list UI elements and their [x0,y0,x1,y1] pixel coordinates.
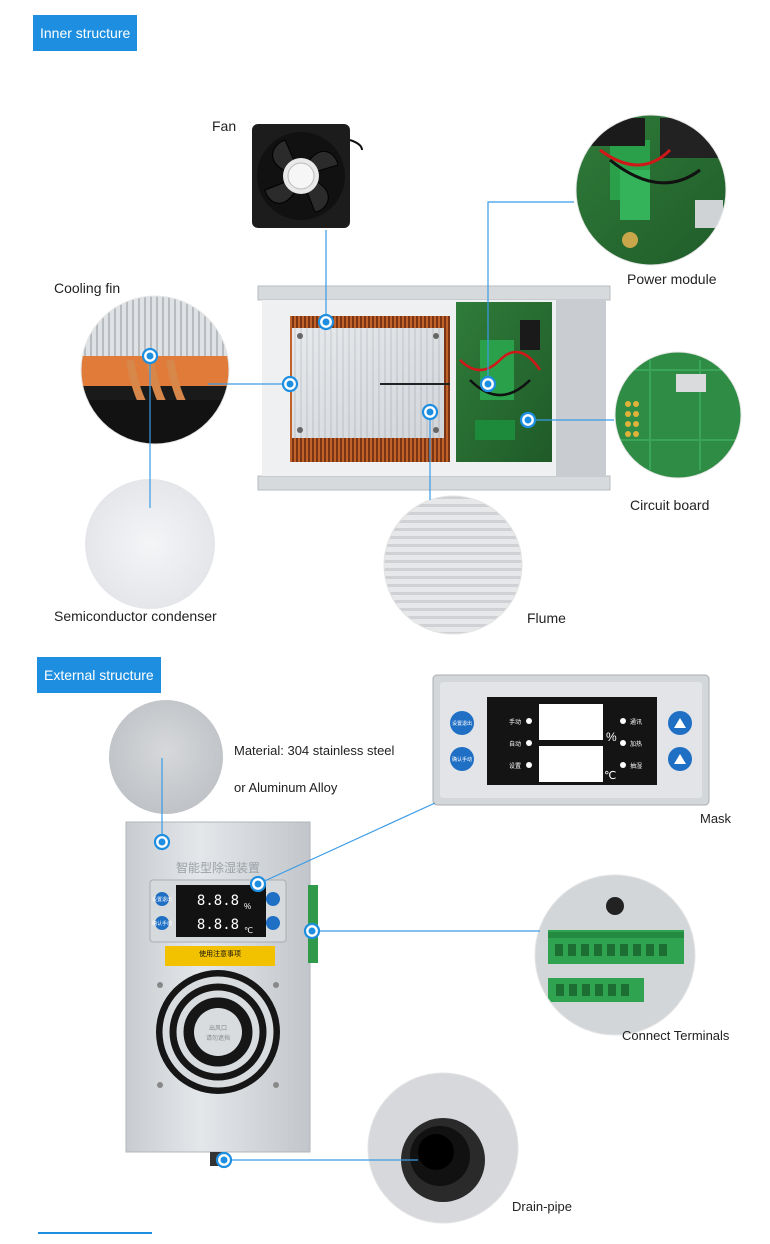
label-mask: Mask [700,811,732,826]
cooling-fin-image [80,295,230,445]
mask-ind-right-2: 加热 [630,740,642,748]
power-module-image [575,114,727,266]
external-leader-lines [161,758,540,1161]
label-semiconductor-condenser: Semiconductor condenser [54,608,217,624]
mask-panel-image [432,674,710,806]
device-brand-text: 智能型除湿装置 [176,860,260,875]
external-markers [153,833,321,1169]
label-material-line1: Material: 304 stainless steel [234,743,395,758]
mask-unit-humidity: % [606,730,617,744]
drain-pipe-image [367,1072,519,1224]
circuit-board-image [614,351,742,479]
inner-structure-tag: Inner structure [33,15,138,51]
bottom-rule [38,1232,152,1234]
external-device-image [125,821,318,1166]
flume-image [383,495,523,635]
device-unit-humidity: % [244,902,251,911]
device-display-bottom: 8.8.8 [197,917,239,933]
device-vent-text: 出风口 [209,1024,227,1032]
device-vent-text2: 请勿遮挡 [206,1034,230,1042]
inner-leader-lines [149,201,614,508]
mask-ind-left-3: 设置 [509,762,521,770]
external-structure-tag: External structure [37,657,161,693]
label-power-module: Power module [627,271,717,287]
semiconductor-condenser-image [85,479,215,609]
mask-unit-temp: ℃ [604,770,616,782]
device-display-top: 8.8.8 [197,893,239,909]
device-unit-temp: ℃ [244,926,253,935]
label-circuit-board: Circuit board [630,497,710,513]
mask-ind-left-2: 自动 [509,740,521,748]
label-drain-pipe: Drain-pipe [512,1199,572,1214]
label-cooling-fin: Cooling fin [54,280,121,296]
inner-device-image [257,285,611,491]
device-btn-left-bottom: 确认手动 [152,920,172,927]
label-material-line2: or Aluminum Alloy [234,780,338,795]
mask-ind-right-3: 抽湿 [630,762,642,770]
mask-ind-right-1: 通讯 [630,718,642,726]
label-flume: Flume [527,610,566,626]
connect-terminals-image [534,874,696,1036]
device-btn-left-top: 设置退出 [152,896,172,903]
fan-image [252,124,363,228]
material-image [109,700,223,814]
device-warning-title: 使用注意事项 [199,949,241,958]
label-fan: Fan [212,118,237,134]
inner-markers [141,313,537,429]
mask-btn-left-top: 设置退出 [452,720,472,727]
label-connect-terminals: Connect Terminals [622,1028,730,1043]
mask-ind-left-1: 手动 [509,718,521,726]
mask-btn-left-bottom: 确认手动 [452,756,472,763]
